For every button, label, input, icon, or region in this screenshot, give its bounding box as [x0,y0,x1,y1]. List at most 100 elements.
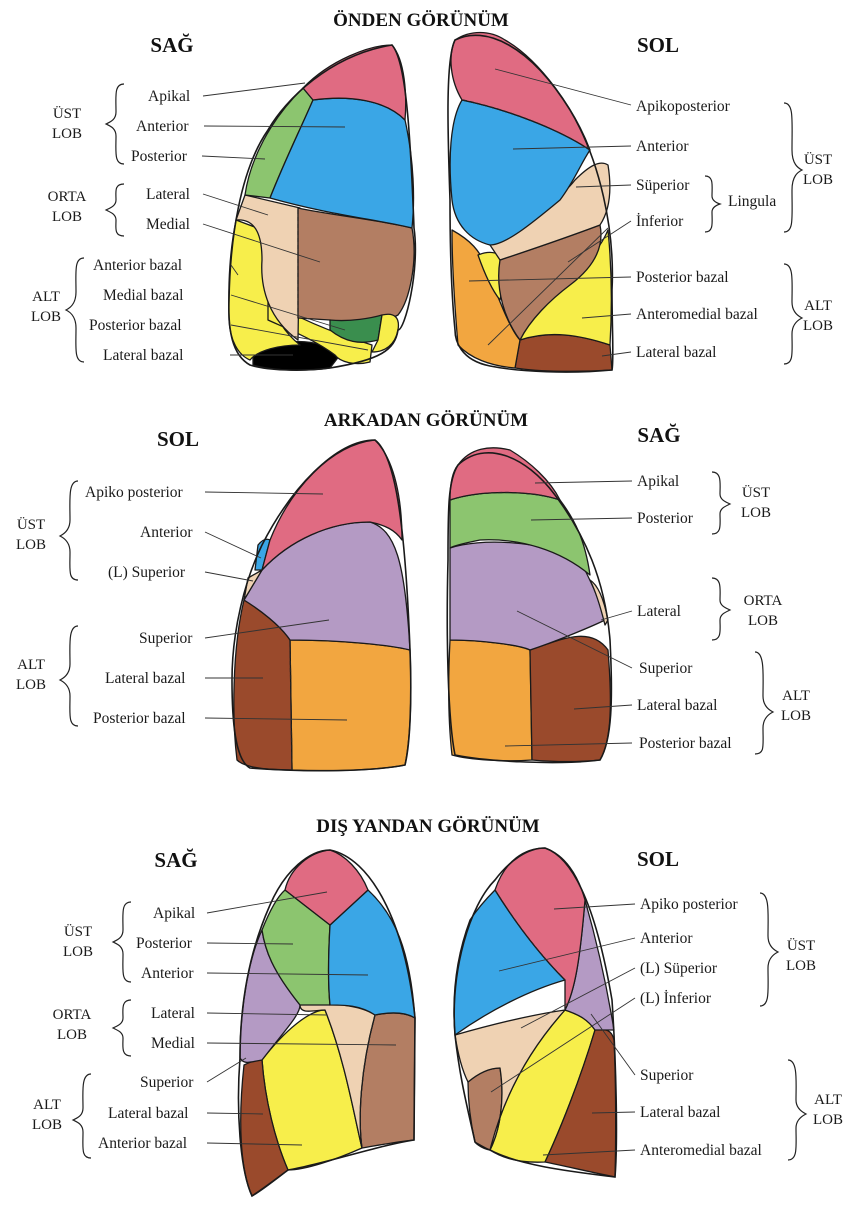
front-label-anterior-l: Anterior [636,138,689,155]
lateral-view: DIŞ YANDAN GÖRÜNÜM SAĞ SOL [32,816,843,1196]
back-label-anterior: Anterior [140,524,193,541]
back-view: ARKADAN GÖRÜNÜM SOL SAĞ Apiko poster [16,410,811,771]
lat-group-ust-lob-r: LOB [786,958,816,974]
lat-brace-orta [113,1000,131,1056]
back-group-ust: ÜST [17,516,45,533]
front-left-side: SAĞ [150,33,193,57]
front-group-ust-r: ÜST [804,151,832,168]
front-right-side: SOL [637,33,679,57]
back-left-side: SOL [157,427,199,451]
back-right-lung [447,448,611,763]
back-label-superior: Superior [139,630,193,647]
lat-group-ust-r: ÜST [787,937,815,954]
back-brace-ust-r [712,472,730,534]
lat-label-anterior-bazal: Anterior bazal [98,1135,187,1152]
front-label-superior: Süperior [636,177,690,194]
front-label-anterior-bazal: Anterior bazal [93,257,182,274]
back-group-alt-r: ALT [782,688,810,704]
lateral-left-side: SAĞ [154,848,197,872]
back-l-posterior-basal-segment [290,640,411,771]
front-label-lingula: Lingula [728,193,776,210]
lateral-left-lung [454,848,616,1177]
front-group-alt-lob-r: LOB [803,318,833,334]
lat-label-lateral-bazal: Lateral bazal [108,1105,188,1122]
front-right-lung [229,45,416,370]
lat-label-anteromedial-bazal: Anteromedial bazal [640,1142,762,1159]
front-brace-ust [106,84,124,164]
lat-brace-ust-r [760,893,778,1006]
lat-label-l-inferior: (L) İnferior [640,990,712,1007]
lat-label-apiko-posterior: Apiko posterior [640,896,739,913]
front-brace-alt [66,258,84,362]
back-title: ARKADAN GÖRÜNÜM [324,410,528,431]
front-group-ust-lob: LOB [52,126,82,142]
front-brace-alt-r [784,264,802,364]
lat-brace-alt-r [788,1060,806,1160]
front-group-orta-lob: LOB [52,209,82,225]
lat-group-orta-lob: LOB [57,1027,87,1043]
back-group-alt-lob: LOB [16,677,46,693]
lat-group-alt-lob: LOB [32,1117,62,1133]
front-label-posterior-bazal-l: Posterior bazal [636,269,729,286]
back-r-lateral-basal-segment [530,636,610,761]
front-title: ÖNDEN GÖRÜNÜM [333,10,509,31]
lat-label-lateral-bazal-l: Lateral bazal [640,1104,720,1121]
front-label-apikal: Apikal [148,88,190,105]
front-group-ust: ÜST [53,105,81,122]
front-r-medial-segment [298,208,414,325]
back-label-posterior-bazal-r: Posterior bazal [639,735,732,752]
lateral-right-side: SOL [637,847,679,871]
lat-label-medial: Medial [151,1035,195,1052]
lat-label-lateral: Lateral [151,1005,195,1022]
back-group-orta-lob-r: LOB [748,613,778,629]
back-group-alt-lob-r: LOB [781,708,811,724]
front-label-apikoposterior: Apikoposterior [636,98,731,115]
front-view: ÖNDEN GÖRÜNÜM SAĞ SOL [31,10,833,372]
lat-label-apikal: Apikal [153,905,195,922]
lat-label-anterior: Anterior [141,965,194,982]
back-left-lung [232,440,411,771]
lateral-title: DIŞ YANDAN GÖRÜNÜM [316,816,540,837]
front-group-orta: ORTA [48,189,87,205]
lat-group-ust-lob: LOB [63,944,93,960]
back-label-lateral: Lateral [637,603,681,620]
back-r-posterior-basal-segment [449,640,532,761]
front-label-posterior-bazal: Posterior bazal [89,317,182,334]
back-group-orta-r: ORTA [744,593,783,609]
lat-group-alt-r: ALT [814,1092,842,1108]
lat-brace-ust [113,902,131,982]
back-label-l-superior: (L) Superior [108,564,186,581]
lat-group-alt-lob-r: LOB [813,1112,843,1128]
front-group-ust-lob-r: LOB [803,172,833,188]
lat-group-ust: ÜST [64,923,92,940]
front-brace-ust-r [784,103,802,232]
back-group-alt: ALT [17,657,45,673]
lat-label-superior: Superior [140,1074,194,1091]
front-label-medial: Medial [146,216,190,233]
lat-group-alt: ALT [33,1097,61,1113]
front-left-lung [448,33,613,373]
lat-label-posterior: Posterior [136,935,193,952]
front-label-lateral: Lateral [146,186,190,203]
lat-label-l-superior: (L) Süperior [640,960,718,977]
front-label-inferior: İnferior [636,213,684,230]
lat-label-anterior-l: Anterior [640,930,693,947]
back-brace-orta-r [712,578,730,640]
lat-group-orta: ORTA [53,1007,92,1023]
front-brace-lingula [705,176,720,232]
front-label-lateral-bazal: Lateral bazal [103,347,183,364]
back-group-ust-lob-r: LOB [741,505,771,521]
lat-brace-alt [73,1074,91,1158]
front-group-alt: ALT [32,289,60,305]
front-brace-orta [106,184,124,236]
back-label-apikal: Apikal [637,473,679,490]
back-label-apiko-posterior: Apiko posterior [85,484,184,501]
back-group-ust-lob: LOB [16,537,46,553]
front-label-anterior: Anterior [136,118,189,135]
back-label-posterior: Posterior [637,510,694,527]
back-brace-ust [60,481,78,580]
back-label-posterior-bazal: Posterior bazal [93,710,186,727]
front-label-medial-bazal: Medial bazal [103,287,183,304]
